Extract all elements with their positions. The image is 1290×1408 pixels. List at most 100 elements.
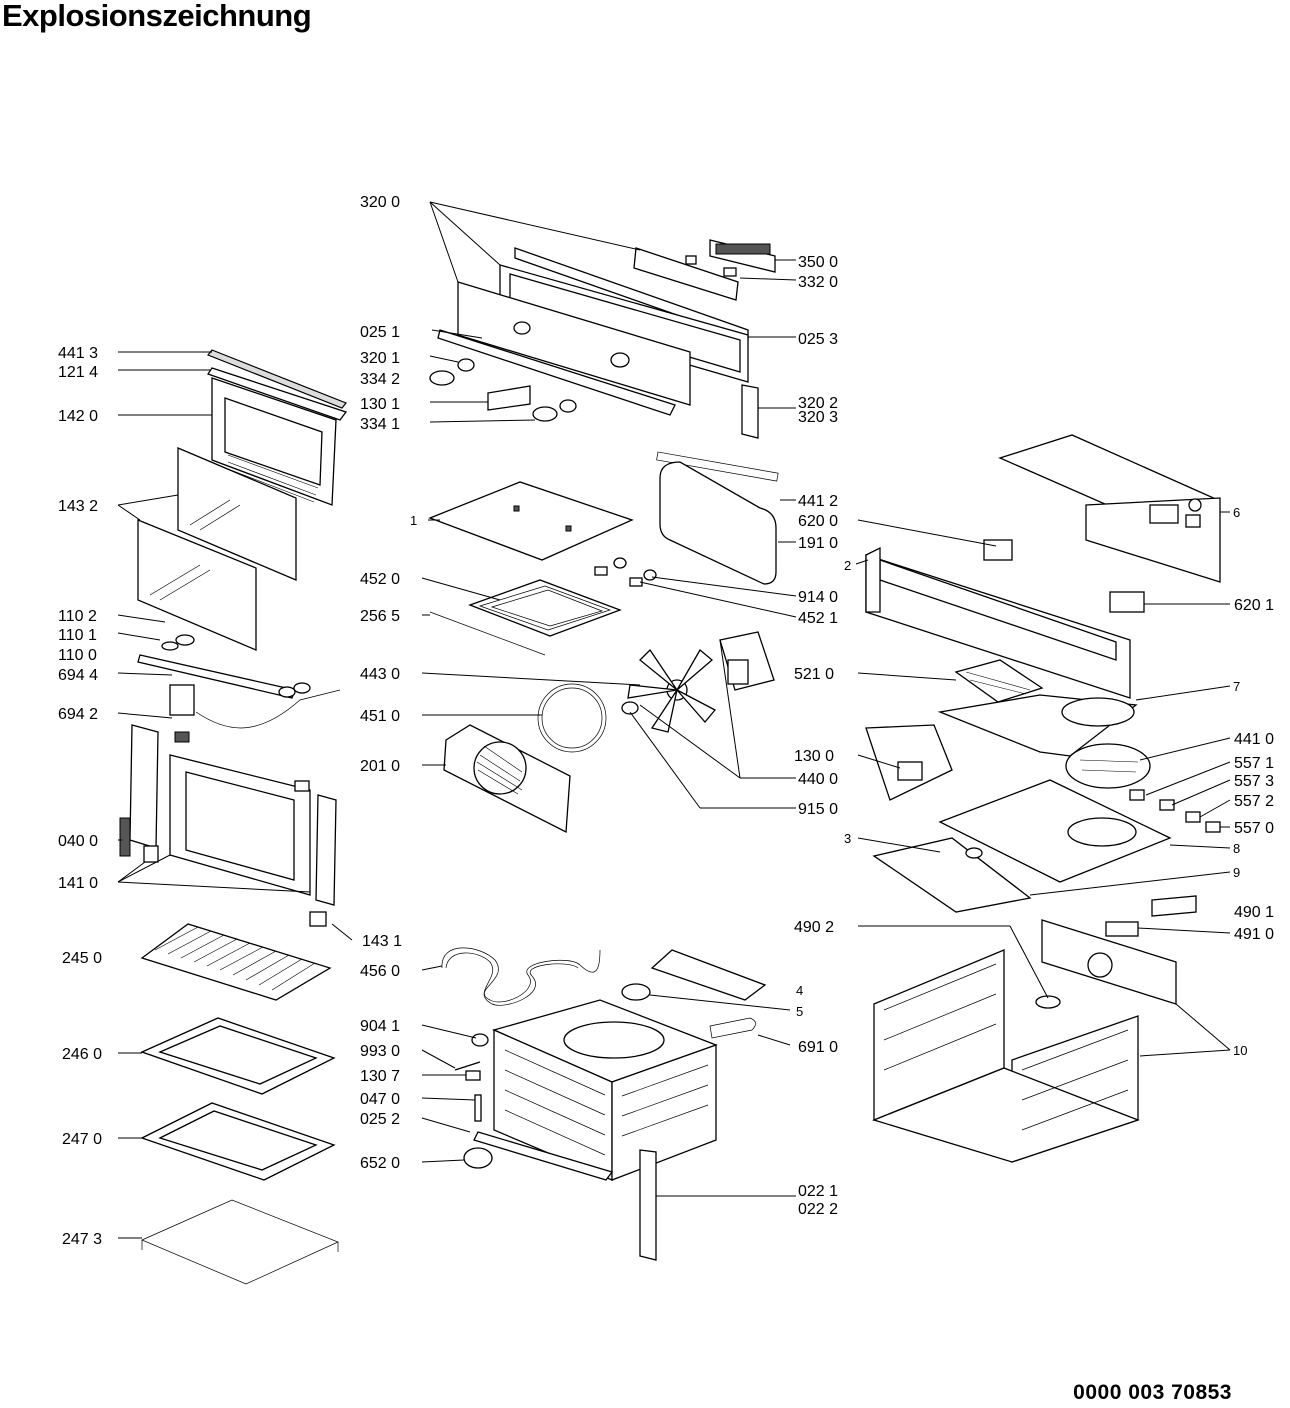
part-number-labels: 320 0 350 0 332 0 025 1 025 3 320 1 334 … <box>58 194 1274 1248</box>
label-025-1: 025 1 <box>360 324 400 341</box>
label-256-5: 256 5 <box>360 608 400 625</box>
shelf-runner <box>141 1199 339 1285</box>
document-number: 0000 003 70853 <box>1073 1381 1232 1404</box>
label-443-0: 443 0 <box>360 666 400 683</box>
label-5: 5 <box>796 1004 803 1019</box>
label-040-0: 040 0 <box>58 833 98 850</box>
cooling-fan-plate <box>865 724 1172 913</box>
label-490-2: 490 2 <box>794 919 834 936</box>
door-seals-and-clips <box>137 634 341 743</box>
middle-door-glass <box>177 447 297 581</box>
label-130-7: 130 7 <box>360 1068 400 1085</box>
ring-heating-element <box>537 683 607 753</box>
fan-duct-cover <box>937 694 1151 789</box>
label-022-1: 022 1 <box>798 1183 838 1200</box>
label-9: 9 <box>1233 865 1240 880</box>
label-334-1: 334 1 <box>360 416 400 433</box>
thermostat-and-relays <box>954 539 1145 703</box>
label-332-0: 332 0 <box>798 274 838 291</box>
label-130-0: 130 0 <box>794 748 834 765</box>
label-141-0: 141 0 <box>58 875 98 892</box>
label-652-0: 652 0 <box>360 1155 400 1172</box>
fan-motor <box>621 631 775 715</box>
label-441-3: 441 3 <box>58 345 98 362</box>
oven-cavity <box>454 999 756 1261</box>
outer-housing <box>872 949 1140 1163</box>
label-557-3: 557 3 <box>1234 773 1274 790</box>
fan-cover-panel <box>443 724 571 834</box>
upper-heating-element <box>429 557 657 656</box>
label-334-2: 334 2 <box>360 371 400 388</box>
label-557-1: 557 1 <box>1234 755 1274 772</box>
label-1: 1 <box>410 513 417 528</box>
label-4: 4 <box>796 983 803 998</box>
knobs-and-switches <box>429 358 577 422</box>
label-110-2: 110 2 <box>58 608 97 625</box>
outer-top-cover <box>998 434 1221 583</box>
label-121-4: 121 4 <box>58 364 98 381</box>
bottom-cover-plate <box>621 949 767 1001</box>
door-top-trim <box>206 349 348 421</box>
label-025-2: 025 2 <box>360 1111 400 1128</box>
label-441-2: 441 2 <box>798 493 838 510</box>
label-245-0: 245 0 <box>62 950 102 967</box>
label-491-0: 491 0 <box>1234 926 1274 943</box>
label-142-0: 142 0 <box>58 408 98 425</box>
label-452-0: 452 0 <box>360 571 400 588</box>
display-module <box>633 239 776 301</box>
label-110-1: 110 1 <box>58 627 97 644</box>
label-915-0: 915 0 <box>798 801 838 818</box>
label-246-0: 246 0 <box>62 1046 102 1063</box>
label-10: 10 <box>1233 1043 1247 1058</box>
label-557-0: 557 0 <box>1234 820 1274 837</box>
outer-door-panel <box>211 377 337 506</box>
label-691-0: 691 0 <box>798 1039 838 1056</box>
label-022-2: 022 2 <box>798 1201 838 1218</box>
label-201-0: 201 0 <box>360 758 400 775</box>
label-191-0: 191 0 <box>798 535 838 552</box>
control-frame <box>865 546 1131 699</box>
label-6: 6 <box>1233 505 1240 520</box>
label-694-2: 694 2 <box>58 706 98 723</box>
label-350-0: 350 0 <box>798 254 838 271</box>
label-620-1: 620 1 <box>1234 597 1274 614</box>
wire-rack <box>140 923 332 1001</box>
oven-door-seal <box>656 451 779 585</box>
label-320-1: 320 1 <box>360 350 400 367</box>
label-3: 3 <box>844 831 851 846</box>
label-8: 8 <box>1233 841 1240 856</box>
label-320-3: 320 3 <box>798 409 838 426</box>
label-904-1: 904 1 <box>360 1018 400 1035</box>
label-247-0: 247 0 <box>62 1131 102 1148</box>
label-320-2: 320 2 <box>798 395 838 412</box>
label-130-1: 130 1 <box>360 396 400 413</box>
control-panel-fascia <box>437 247 759 439</box>
label-914-0: 914 0 <box>798 589 838 606</box>
label-456-0: 456 0 <box>360 963 400 980</box>
label-247-3: 247 3 <box>62 1231 102 1248</box>
oven-top-cover <box>428 481 634 561</box>
inner-door-glass <box>137 519 257 651</box>
label-143-2: 143 2 <box>58 498 98 515</box>
label-2: 2 <box>844 558 851 573</box>
label-451-0: 451 0 <box>360 708 400 725</box>
label-557-2: 557 2 <box>1234 793 1274 810</box>
label-490-1: 490 1 <box>1234 904 1274 921</box>
label-441-0: 441 0 <box>1234 731 1274 748</box>
baking-tray <box>140 1017 336 1095</box>
label-110-0: 110 0 <box>58 647 97 664</box>
bottom-heating-element <box>441 947 601 1006</box>
deep-pan <box>140 1102 336 1181</box>
label-7: 7 <box>1233 679 1240 694</box>
label-143-1: 143 1 <box>362 933 402 950</box>
inner-door-frame <box>119 724 337 927</box>
connection-box <box>1105 895 1197 937</box>
label-025-3: 025 3 <box>798 331 838 348</box>
leader-lines <box>117 201 1231 1239</box>
label-320-0: 320 0 <box>360 194 400 211</box>
label-440-0: 440 0 <box>798 771 838 788</box>
label-993-0: 993 0 <box>360 1043 400 1060</box>
label-047-0: 047 0 <box>360 1091 400 1108</box>
page-title: Explosionszeichnung <box>2 0 312 33</box>
